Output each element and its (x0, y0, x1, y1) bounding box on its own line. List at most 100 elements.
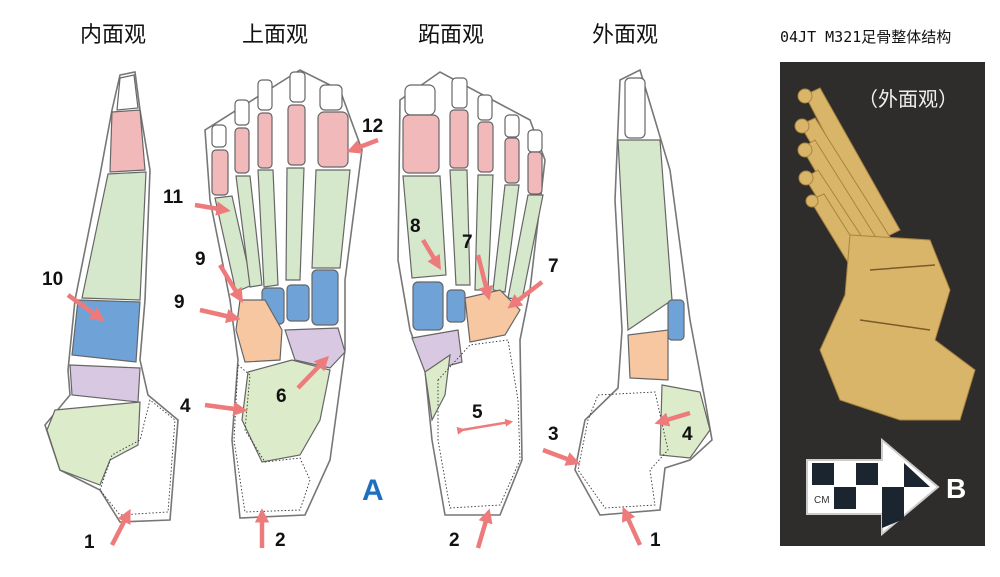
lateral-toes (624, 77, 646, 139)
arrow-dorsal-4 (204, 401, 248, 416)
bone-joint-lines (859, 264, 936, 331)
plantar-view (397, 71, 546, 516)
marker-lateral-1: 1 (650, 530, 661, 551)
plantar-phalanx-5 (527, 151, 543, 195)
medial-proximal-phalanx (109, 109, 146, 173)
lateral-outline (574, 68, 713, 516)
marker-numbers: 1 10 11 9 9 4 6 12 2 8 7 7 5 2 3 4 1 A (42, 116, 693, 553)
arrow-plantar-7a (475, 254, 493, 301)
marker-plantar-5: 5 (472, 402, 483, 423)
dorsal-phalanx-5 (211, 149, 229, 196)
arrow-dorsal-12 (346, 137, 379, 154)
plantar-toe1-distal (404, 84, 436, 116)
arrow-plantar-8 (421, 238, 441, 270)
dorsal-cuneiform-medial (311, 269, 339, 326)
marker-plantar-7a: 7 (462, 232, 473, 253)
annotation-arrows (66, 137, 691, 549)
dorsal-phalanx-3 (257, 112, 273, 169)
plantar-phalanx-1 (402, 114, 440, 174)
dorsal-cuneiform-intermediate (286, 284, 310, 322)
arrow-medial-1 (110, 508, 131, 547)
plantar-cuboid (464, 289, 521, 343)
dorsal-metatarsal-2 (285, 167, 305, 281)
marker-plantar-8: 8 (410, 216, 421, 237)
plantar-phalanx-2 (449, 109, 469, 169)
plantar-metatarsal-4 (492, 184, 520, 293)
dorsal-talus (241, 359, 331, 463)
plantar-toe5-distal (527, 129, 543, 153)
dorsal-metatarsal-4 (235, 175, 263, 288)
dorsal-metatarsal-1 (311, 169, 351, 269)
arrow-plantar-2 (475, 508, 493, 549)
scale-bar: CM (806, 437, 940, 537)
arrow-lateral-4 (654, 410, 691, 427)
dorsal-cuboid (235, 299, 283, 363)
medial-distal-phalanx (116, 74, 139, 111)
dorsal-toe4-distal (234, 99, 250, 126)
lateral-cuboid (627, 329, 669, 381)
lateral-view (574, 68, 713, 516)
dorsal-phalanx-2 (287, 104, 306, 166)
dorsal-toe3-distal (257, 79, 273, 111)
panel-b-photo: （外面观） CM B (780, 62, 985, 546)
plantar-toe2-distal (451, 77, 468, 109)
dorsal-navicular (284, 327, 346, 369)
plantar-talus (424, 353, 451, 422)
view-title-lateral: 外面观 (592, 23, 658, 48)
plantar-width-arrow (456, 418, 514, 435)
dorsal-toe1-distal (319, 84, 343, 111)
marker-dorsal-2: 2 (275, 530, 286, 551)
marker-lateral-4: 4 (682, 424, 693, 445)
dorsal-phalanx-1 (317, 111, 349, 168)
scale-label: CM (814, 495, 830, 506)
arrow-medial-10 (66, 293, 105, 322)
marker-dorsal-11: 11 (163, 187, 184, 208)
lateral-cuneiform (667, 299, 685, 341)
marker-dorsal-9a: 9 (195, 249, 206, 270)
dorsal-phalanx-4 (234, 127, 250, 174)
panel-b-label: B (946, 473, 966, 504)
marker-dorsal-12: 12 (362, 116, 383, 137)
dorsal-view (204, 69, 363, 519)
arrow-plantar-7b (507, 280, 544, 309)
arrow-lateral-3 (542, 447, 581, 466)
medial-view (44, 71, 179, 523)
plantar-toe3-distal (477, 94, 493, 121)
marker-dorsal-9b: 9 (174, 292, 185, 313)
marker-lateral-3: 3 (548, 424, 559, 445)
dorsal-toe5-distal (211, 124, 227, 148)
view-title-dorsal: 上面观 (242, 23, 308, 48)
view-title-medial: 内面观 (80, 23, 146, 48)
medial-cuneiform (71, 299, 141, 363)
arrow-dorsal-6 (296, 355, 329, 390)
panel-a-label: A (362, 474, 384, 507)
marker-medial-10: 10 (42, 269, 63, 290)
marker-dorsal-4: 4 (180, 396, 191, 417)
plantar-cuneiform-intermediate (446, 289, 466, 323)
plantar-phalanx-3 (477, 121, 494, 173)
plantar-toe4-distal (504, 114, 520, 138)
marker-dorsal-6: 6 (276, 386, 287, 407)
figure-title: 04JT M321足骨整体结构 (780, 28, 951, 46)
plantar-metatarsal-2 (449, 169, 471, 286)
medial-talus (46, 401, 141, 486)
marker-plantar-2: 2 (449, 530, 460, 551)
plantar-metatarsal-1 (402, 175, 447, 279)
plantar-cuneiform-medial (412, 281, 444, 331)
photo-caption: （外面观） (858, 87, 958, 111)
arrow-dorsal-9b (199, 307, 241, 324)
medial-metatarsal (81, 171, 147, 301)
marker-plantar-7b: 7 (548, 256, 559, 277)
dorsal-toe2-distal (289, 71, 306, 103)
lateral-metatarsals (617, 139, 673, 332)
lateral-calcaneus (577, 391, 669, 509)
plantar-outline (397, 71, 546, 516)
marker-medial-1: 1 (84, 532, 95, 553)
arrow-dorsal-9a (218, 263, 243, 303)
plantar-calcaneus (437, 339, 521, 509)
medial-navicular (69, 364, 141, 403)
dorsal-metatarsal-3 (257, 169, 279, 288)
view-title-plantar: 跖面观 (418, 23, 484, 48)
plantar-phalanx-4 (504, 137, 520, 184)
